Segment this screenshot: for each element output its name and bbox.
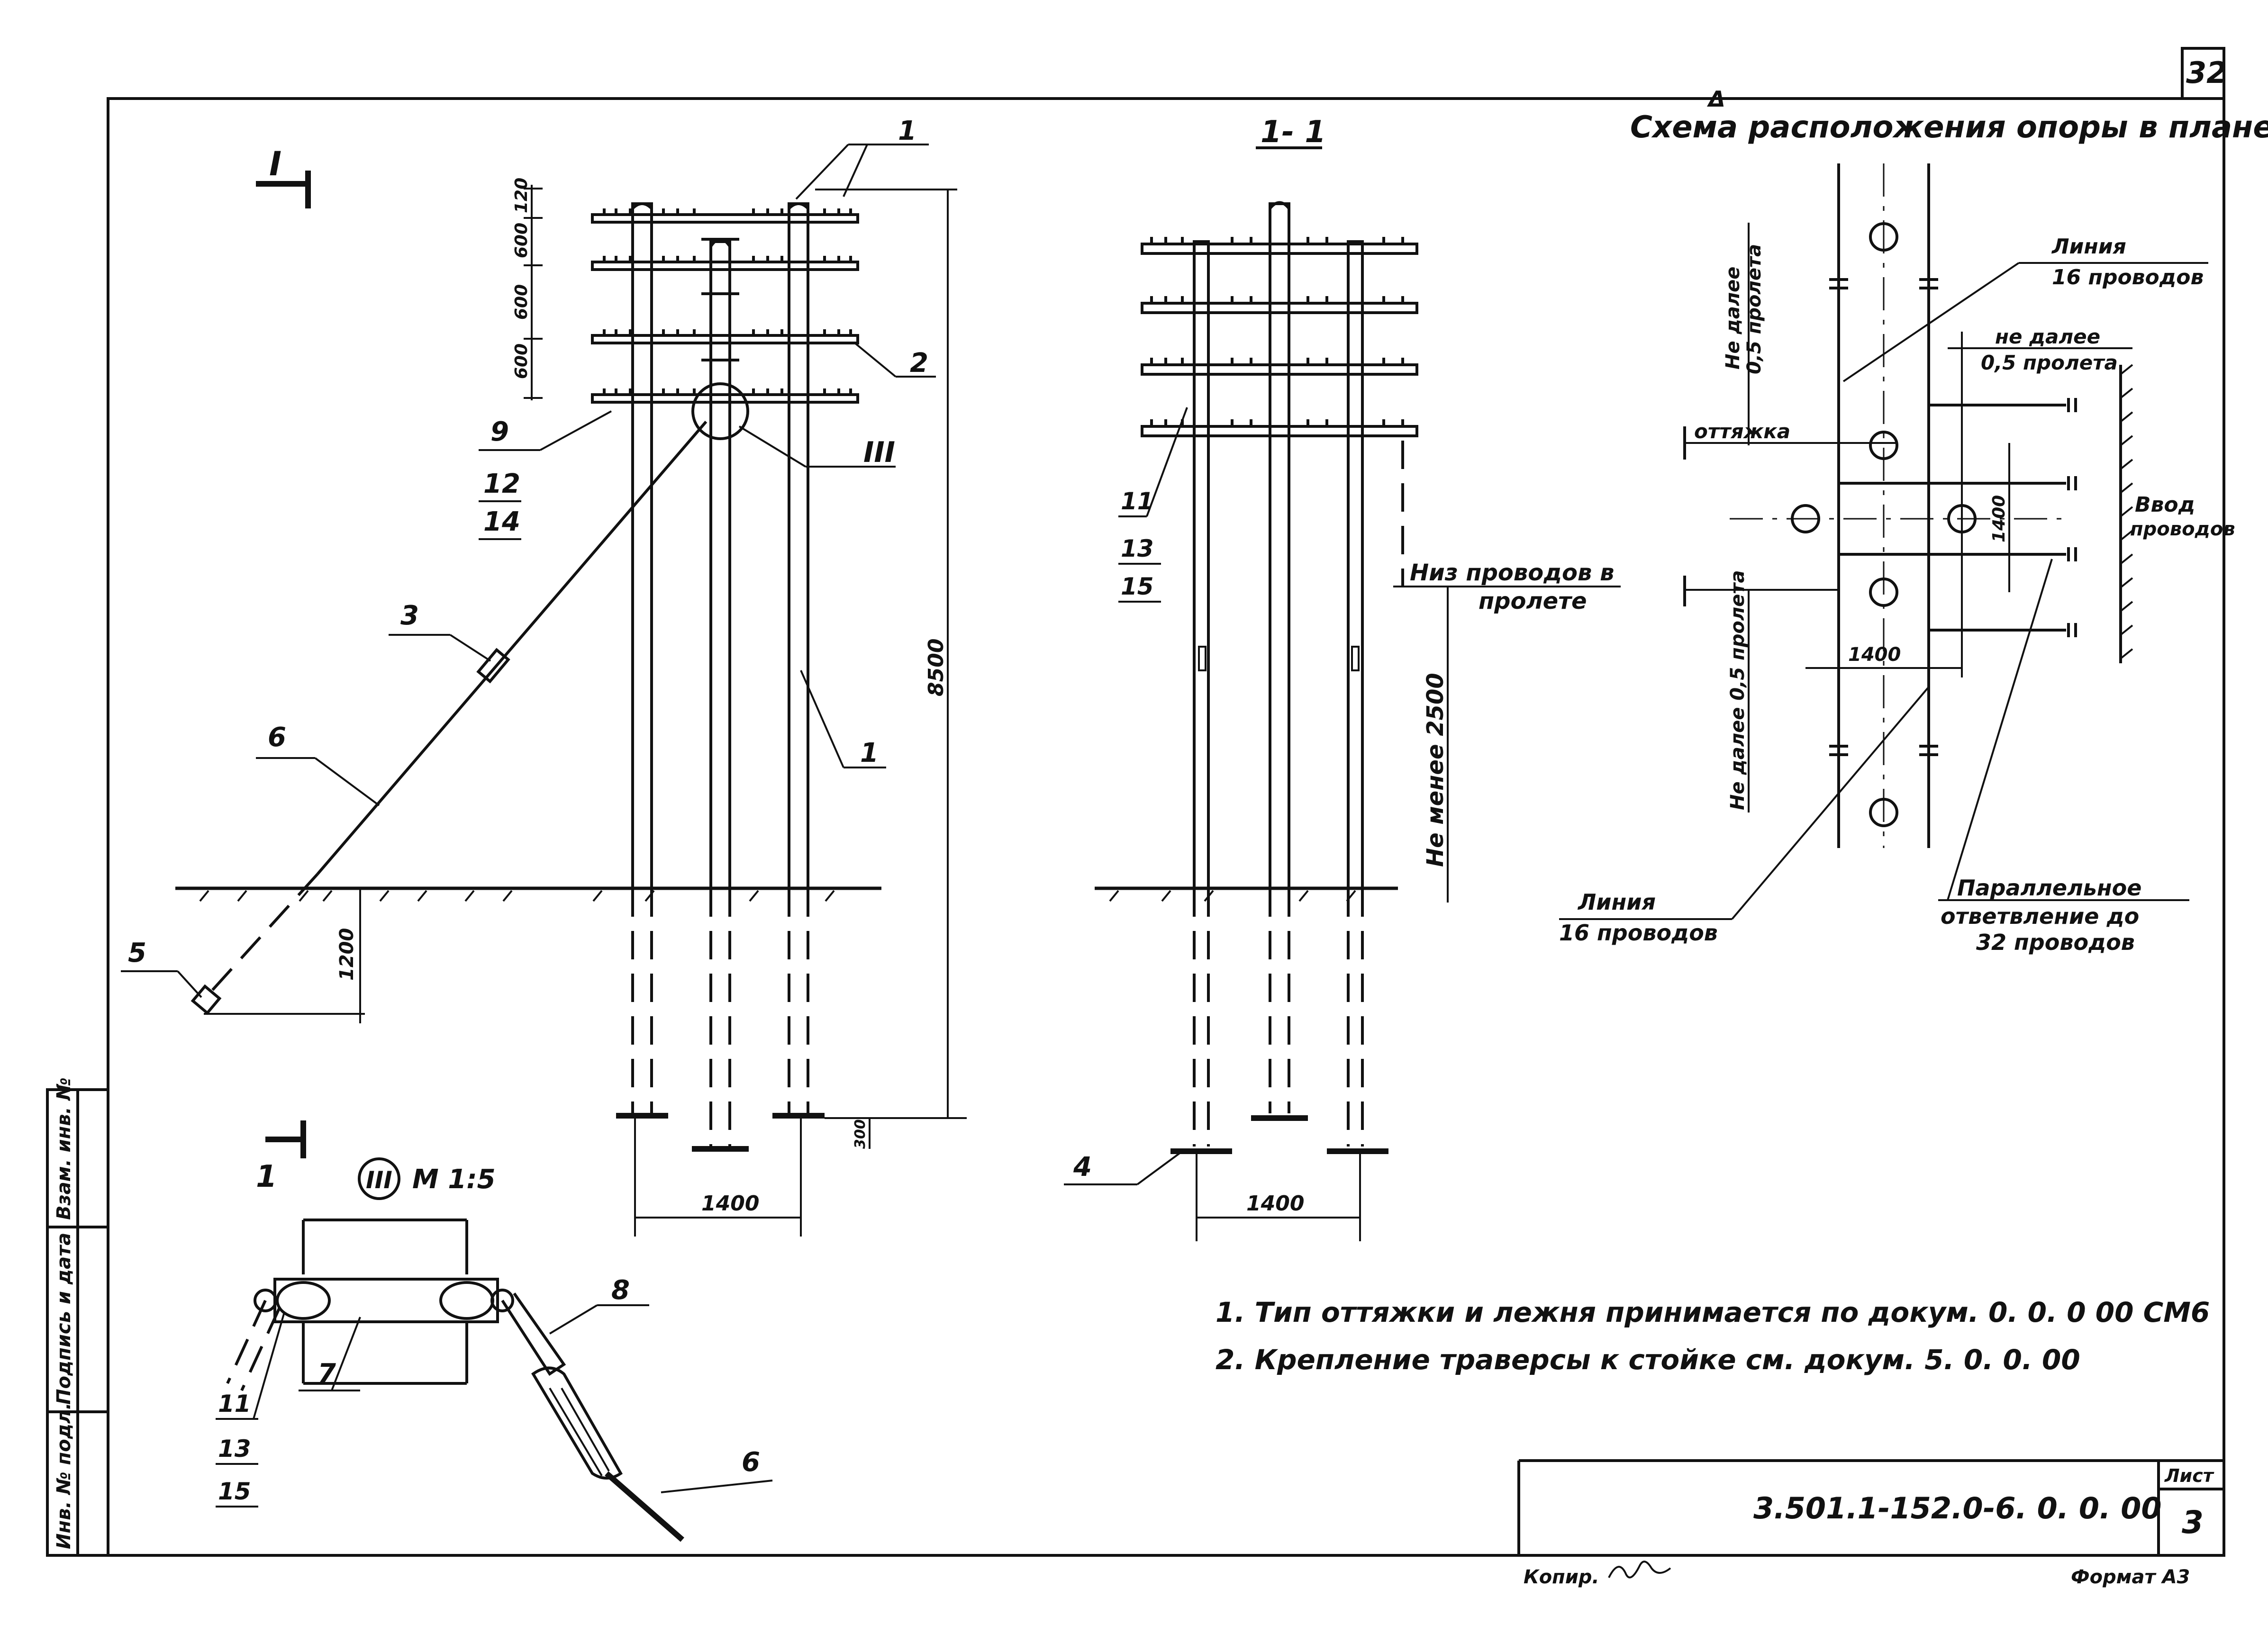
detail-scale: М 1:5: [412, 1164, 496, 1195]
pos-1: 1: [860, 738, 879, 768]
copier-signature: [1608, 1561, 1671, 1579]
dim-600-c: 600: [512, 343, 531, 379]
dim-8500: 8500: [924, 639, 948, 696]
page-number: 32: [2186, 55, 2227, 90]
detail-pos-11: 11: [218, 1390, 251, 1417]
plan-vvod-2: проводов: [2130, 518, 2235, 540]
guy-anchor: [191, 984, 222, 1015]
pos-15: 15: [1121, 573, 1154, 600]
section-dim-1400: 1400: [1246, 1192, 1304, 1216]
plan-line-bottom-2: 16 проводов: [1559, 920, 1718, 946]
main-view: I III: [121, 116, 967, 1237]
plan-not-more-1: не далее: [1995, 325, 2100, 348]
plan-not-more-2: 0,5 пролета: [1981, 351, 2118, 374]
detail-guy-grip: [531, 1366, 623, 1480]
dim-600-b: 600: [512, 284, 531, 320]
detail-pos-7: 7: [318, 1358, 336, 1389]
detail-callout: III: [366, 1166, 392, 1194]
callout-III-circle: [691, 382, 749, 440]
stamp-vzam-inv: Взам. инв. №: [53, 1077, 75, 1220]
pos-9: 9: [490, 416, 509, 447]
plan-left-lower: Не далее 0,5 пролета: [1727, 570, 1749, 810]
drawing-frame: [46, 47, 2225, 1557]
pos-11: 11: [1121, 488, 1154, 515]
plan-parallel-3: 32 проводов: [1976, 930, 2135, 955]
label-min-height: Не менее 2500: [1422, 673, 1449, 867]
callout-III-label: III: [863, 436, 895, 469]
section-title: 1- 1: [1261, 115, 1326, 150]
plan-left-upper-1: Не далее: [1722, 267, 1744, 370]
plan-line-top-1: Линия: [2051, 235, 2126, 259]
detail-pos-6: 6: [742, 1447, 760, 1478]
dim-1400: 1400: [701, 1192, 759, 1216]
pos-3: 3: [400, 600, 419, 631]
plan-vvod-1: Ввод: [2135, 493, 2195, 517]
detail-callout-circle: [358, 1157, 400, 1200]
plan-parallel-1: Параллельное: [1957, 875, 2141, 901]
plan-dim-1400-v: 1400: [1989, 495, 2009, 542]
plan-ottyazhka: оттяжка: [1694, 420, 1790, 443]
pos-13: 13: [1121, 535, 1154, 562]
list-number: 3: [2182, 1504, 2204, 1541]
dim-1200: 1200: [336, 928, 358, 981]
pos-5: 5: [128, 938, 146, 968]
plan-left-upper-2: 0,5 пролета: [1743, 244, 1765, 374]
plan-view: Δ Схема расположения опоры в плане Линия…: [1559, 86, 2268, 955]
stamp-inv-no: Инв. № подл.: [53, 1402, 75, 1549]
plan-line-bottom-1: Линия: [1577, 889, 1656, 915]
section-mark-I: I: [269, 144, 281, 183]
sheet-code: 3.501.1-152.0-6. 0. 0. 00: [1753, 1491, 2162, 1526]
dim-120: 120: [512, 178, 531, 213]
section-view: 1- 1 Низ проводов в пролете Не менее 250…: [1064, 115, 1621, 1241]
guy-turnbuckle: [476, 648, 510, 684]
pos-12: 12: [483, 469, 520, 499]
note-2: 2. Крепление траверсы к стойке см. докум…: [1216, 1344, 2080, 1376]
label-wires-bottom-2: пролете: [1479, 588, 1587, 614]
plan-line-top-2: 16 проводов: [2052, 265, 2204, 289]
pos-2: 2: [910, 348, 928, 379]
plan-title-mark: Δ: [1706, 86, 1725, 112]
copied-label: Копир.: [1524, 1566, 1599, 1588]
note-1: 1. Тип оттяжки и лежня принимается по до…: [1216, 1296, 2210, 1328]
plan-capacitor-marks: [1829, 278, 1938, 756]
plan-dim-1400-h: 1400: [1848, 644, 1901, 666]
pos-4: 4: [1073, 1152, 1092, 1183]
detail-view: 1 III М 1:5 8 7 6 11 13 15: [216, 1120, 773, 1542]
pos-14: 14: [483, 506, 520, 537]
dim-300: 300: [852, 1119, 869, 1149]
pos-10: 1: [898, 116, 916, 146]
ground-hatching: [199, 890, 835, 902]
label-wires-bottom-1: Низ проводов в: [1410, 560, 1614, 586]
pos-6: 6: [268, 722, 286, 753]
detail-pos-13: 13: [218, 1435, 251, 1462]
plan-parallel-2: ответвление до: [1941, 903, 2139, 929]
plan-title: Схема расположения опоры в плане: [1630, 110, 2268, 145]
list-label: Лист: [2164, 1465, 2214, 1486]
detail-pos-15: 15: [218, 1478, 251, 1505]
insulators: [603, 208, 852, 395]
notes: 1. Тип оттяжки и лежня принимается по до…: [1216, 1296, 2210, 1376]
detail-pos-8: 8: [611, 1275, 630, 1306]
stamp-signature-date: Подпись и дата: [53, 1233, 75, 1405]
format-label: Формат А3: [2071, 1566, 2190, 1588]
dim-600-a: 600: [512, 223, 531, 258]
detail-section-mark: 1: [256, 1159, 277, 1194]
